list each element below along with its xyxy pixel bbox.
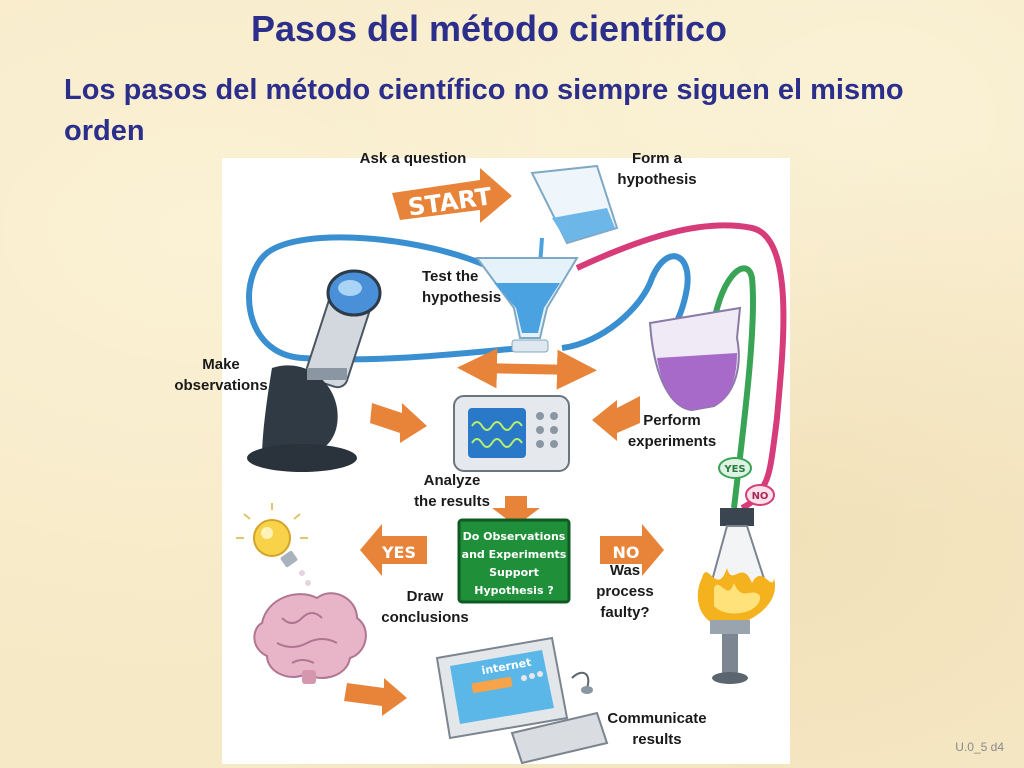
arrow-analyze-board xyxy=(492,496,540,526)
yes-arrow-label: YES xyxy=(381,543,416,562)
flask-icon xyxy=(648,306,742,412)
arrow-observe-analyze xyxy=(370,403,427,443)
board-line-3: Support xyxy=(489,566,539,579)
label-draw-conclusions: Draw conclusions xyxy=(372,586,478,628)
label-ask-question: Ask a question xyxy=(352,148,474,169)
scientific-method-illustration: START xyxy=(236,164,787,764)
label-analyze-results: Analyze the results xyxy=(402,470,502,512)
blue-tube-right xyxy=(561,253,691,351)
start-arrow: START xyxy=(392,168,512,223)
no-tag: NO xyxy=(745,484,775,506)
yes-arrow: YES xyxy=(360,524,427,576)
blue-tube-left xyxy=(246,234,523,363)
label-faulty-line-1: Was xyxy=(609,562,641,579)
label-make-observations: Make observations xyxy=(164,354,278,396)
label-observe-line-1: Make xyxy=(202,356,240,373)
arrow-brain-computer xyxy=(344,678,407,716)
no-arrow-label: NO xyxy=(613,543,640,562)
green-tube xyxy=(709,265,756,509)
computer-icon: internet xyxy=(435,636,609,764)
label-process-faulty: Was process faulty? xyxy=(584,560,666,623)
burner-bottle-icon xyxy=(697,508,776,684)
board-line-2: and Experiments xyxy=(462,548,567,561)
label-faulty-line-3: faulty? xyxy=(600,604,650,621)
no-tag-label: NO xyxy=(752,491,769,502)
no-arrow: NO xyxy=(600,524,664,576)
label-form-hypothesis: Form a hypothesis xyxy=(602,148,712,190)
label-communicate-line-1: Communicate xyxy=(607,710,707,727)
label-observe-line-2: observations xyxy=(174,377,268,394)
board-line-1: Do Observations xyxy=(463,530,566,543)
lightbulb-icon xyxy=(236,503,311,586)
label-communicate-results: Communicate results xyxy=(598,708,716,750)
label-analyze-line-1: Analyze xyxy=(423,472,481,489)
decision-board: Do Observations and Experiments Support … xyxy=(457,518,571,604)
label-communicate-line-2: results xyxy=(632,731,682,748)
brain-icon xyxy=(253,592,367,684)
double-arrow xyxy=(457,348,597,390)
label-test-hypothesis: Test the hypothesis xyxy=(422,266,522,308)
funnel-icon xyxy=(475,257,579,353)
board-line-4: Hypothesis ? xyxy=(474,584,553,597)
label-analyze-line-2: the results xyxy=(414,493,490,510)
slide-footer: U.0_5 d4 xyxy=(955,740,1004,754)
arrow-experiments-analyze xyxy=(592,396,640,441)
label-perform-experiments: Perform experiments xyxy=(616,410,728,452)
label-faulty-line-2: process xyxy=(596,583,654,600)
yes-tag-label: YES xyxy=(723,464,745,475)
label-experiments-line-1: Perform xyxy=(643,412,701,429)
label-hypothesis-line-1: Form a xyxy=(631,150,682,167)
pink-tube xyxy=(575,222,787,490)
label-test-line-2: hypothesis xyxy=(422,289,502,306)
label-experiments-line-2: experiments xyxy=(627,433,717,450)
label-test-line-1: Test the xyxy=(422,268,479,285)
scientific-method-figure: START xyxy=(174,150,790,764)
label-conclusions-line-2: conclusions xyxy=(381,609,469,626)
label-ask-text: Ask a question xyxy=(359,150,467,167)
microscope-icon xyxy=(247,269,382,472)
slide-subtitle: Los pasos del método científico no siemp… xyxy=(64,74,904,147)
oscilloscope-icon xyxy=(453,395,570,472)
label-hypothesis-line-2: hypothesis xyxy=(617,171,697,188)
slide-title: Pasos del método científico xyxy=(250,8,728,49)
yes-tag: YES xyxy=(718,457,752,479)
label-conclusions-line-1: Draw xyxy=(406,588,444,605)
